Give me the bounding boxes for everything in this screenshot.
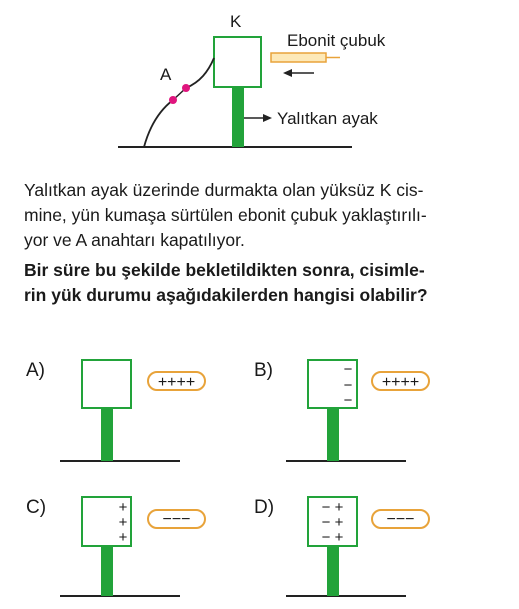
- option-d-charge-1: − +: [322, 499, 344, 516]
- option-c-rod: [147, 509, 206, 529]
- option-a-letter: A): [26, 360, 45, 381]
- option-d-body: [307, 496, 358, 547]
- option-a-body: [81, 359, 132, 409]
- option-a-rod-charge: ++++: [158, 374, 195, 391]
- option-d-letter: D): [254, 497, 274, 518]
- option-c[interactable]: C) + + + −−−: [26, 496, 206, 597]
- option-c-body: [81, 496, 132, 547]
- option-d-charge-2: − +: [322, 514, 344, 531]
- option-c-charge-1: +: [119, 499, 128, 516]
- ground-wire-upper: [185, 57, 215, 89]
- option-b-rod-charge: ++++: [382, 374, 419, 391]
- stand-pointer-arrow: [244, 114, 272, 122]
- ebonite-rod: [270, 52, 327, 63]
- option-c-charge-2: +: [119, 514, 128, 531]
- body-k: [213, 36, 262, 88]
- option-b[interactable]: B) − − − ++++: [254, 359, 430, 462]
- option-d-stand: [327, 546, 339, 596]
- option-b-charge-1: −: [344, 361, 353, 378]
- question-stem: Yalıtkan ayak üzerinde durmakta olan yük…: [24, 178, 504, 308]
- option-c-letter: C): [26, 497, 46, 518]
- rod-motion-arrow: [283, 69, 314, 77]
- option-b-rod: [371, 371, 430, 391]
- insulating-stand: [232, 87, 244, 147]
- body-k-label: K: [230, 12, 242, 31]
- main-diagram: K A Ebonit çubuk Yalıtkan ayak: [118, 12, 386, 148]
- stand-label: Yalıtkan ayak: [277, 109, 378, 128]
- switch-a-label: A: [160, 65, 172, 84]
- option-a-stand: [101, 408, 113, 461]
- option-b-body: [307, 359, 358, 409]
- stem-line-1: Yalıtkan ayak üzerinde durmakta olan yük…: [24, 180, 424, 200]
- option-d[interactable]: D) − + − + − + −−−: [254, 496, 430, 597]
- option-a[interactable]: A) ++++: [26, 359, 206, 462]
- option-c-charge-3: +: [119, 529, 128, 546]
- option-d-rod: [371, 509, 430, 529]
- switch-contact-upper: [182, 84, 190, 92]
- question-line-2: rin yük durumu aşağıdakilerden hangisi o…: [24, 285, 428, 305]
- option-b-letter: B): [254, 360, 273, 381]
- option-d-rod-charge: −−−: [386, 511, 414, 528]
- question-line-1: Bir süre bu şekilde bekletildikten sonra…: [24, 260, 425, 280]
- stem-line-2: mine, yün kumaşa sürtülen ebonit çubuk y…: [24, 205, 427, 225]
- option-b-charge-3: −: [344, 392, 353, 409]
- ebonite-rod-label: Ebonit çubuk: [287, 31, 386, 50]
- option-b-stand: [327, 408, 339, 461]
- option-c-rod-charge: −−−: [162, 511, 190, 528]
- option-a-rod: [147, 371, 206, 391]
- stem-line-3: yor ve A anahtarı kapatılıyor.: [24, 230, 245, 250]
- option-d-charge-3: − +: [322, 529, 344, 546]
- option-b-charge-2: −: [344, 377, 353, 394]
- ground-wire-lower: [143, 99, 174, 148]
- switch-contact-lower: [169, 96, 177, 104]
- option-c-stand: [101, 546, 113, 596]
